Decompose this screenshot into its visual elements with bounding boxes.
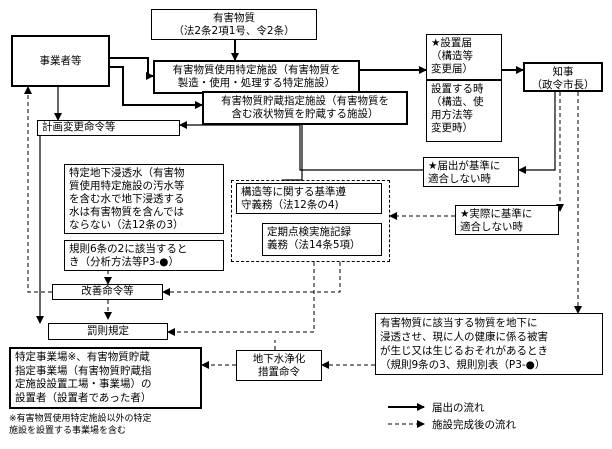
node-keikaku-henko-meirei: 計画変更命令等: [37, 120, 180, 136]
node-chozo-shitei-shisetsu: 有害物質貯蔵指定施設（有害物質を 含む液状物質を貯蔵する施設）: [202, 91, 408, 125]
node-jissai-tekigo: ★実際に基準に 適合しない時: [455, 205, 559, 235]
node-yugai-busshitsu: 有害物質 （法2条2項1号、令2条）: [151, 9, 317, 40]
footnote: ※有害物質使用特定施設以外の特定 施設を設置する事業場を含む: [9, 414, 152, 436]
node-chika-shinto: 特定地下浸透水（有害物 質使用特定施設の汚水等 を含む水で地下浸透する 水は有害…: [64, 164, 224, 234]
legend-dashed-label: 施設完成後の流れ: [432, 419, 516, 431]
solid-arrow-chiji-to-todoke-tekigo: [518, 92, 556, 174]
node-higai: 有害物質に該当する物質を地下に 浸透させ、現に人の健康に係る被害 が生じ又は生じ…: [375, 313, 603, 375]
node-setchi-jiki: 設置する時 （構造、使 用方法等 変更時）: [426, 80, 502, 142]
node-tokutei-jigyojo: 特定事業場※、有害物質貯蔵 指定事業場（有害物質貯蔵指 定施設設置工場・事業場）…: [9, 347, 202, 409]
dashed-arrow-to-jigyosha: [24, 86, 52, 293]
node-batsusoku: 罰則規定: [48, 323, 168, 340]
node-shiyo-tokutei-shisetsu: 有害物質使用特定施設（有害物質を 製造・使用・処理する特定施設）: [153, 60, 360, 94]
node-setchi-todoke: ★設置届 （構造等 変更届）: [426, 34, 502, 80]
node-kaizen-meirei: 改善命令等: [52, 284, 163, 300]
dotted-group-obligations: [231, 180, 390, 262]
solid-arrow-jigyosha-to-storage: [110, 66, 203, 109]
node-kozo-kijun: 構造等に関する基準遵 守義務（法12条の4): [236, 183, 382, 214]
node-todoke-tekigo: ★届出が基準に 適合しない時: [423, 157, 519, 187]
dashed-arrow-kozo-to-batsusoku: [167, 262, 315, 336]
dashed-arrow-to-kaizen: [162, 262, 341, 296]
node-jigyosha: 事業者等: [11, 35, 110, 87]
legend-solid-label: 届出の流れ: [432, 402, 485, 414]
solid-arrow-to-keikaku: [179, 121, 423, 171]
node-chikasui-joka: 地下水浄化 措置命令: [236, 350, 322, 381]
solid-arrow-jigyosha-to-facility: [110, 57, 154, 80]
node-kisoku6: 規則6条の2に該当すると き（分析方法等P3-●）: [64, 240, 224, 271]
node-chiji: 知事 （政令市長）: [523, 62, 603, 92]
node-teiki-tenken: 定期点検実施記録 義務（法14条5項）: [262, 223, 382, 256]
